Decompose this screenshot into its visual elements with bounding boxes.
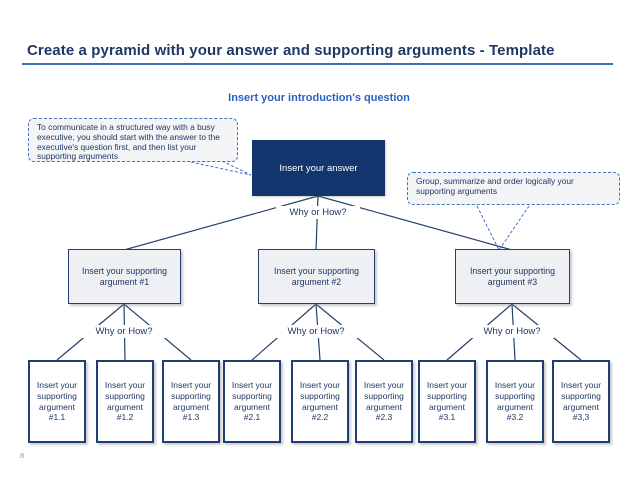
tier3-box-2-1: Insert your supporting argument #2.1 [223, 360, 281, 443]
tier3-box-3-3: Insert your supporting argument #3,3 [552, 360, 610, 443]
callout-group-summarize: Group, summarize and order logically you… [407, 172, 620, 205]
tier3-box-2-2: Insert your supporting argument #2.2 [291, 360, 349, 443]
tier2-box-2: Insert your supporting argument #2 [258, 249, 375, 304]
why-or-how-label-top: Why or How? [276, 206, 360, 219]
tier2-box-1: Insert your supporting argument #1 [68, 249, 181, 304]
slide-title: Create a pyramid with your answer and su… [27, 42, 555, 59]
why-or-how-label-2: Why or How? [274, 325, 358, 338]
page-number: 8 [20, 451, 25, 460]
tier3-box-1-1: Insert your supporting argument #1.1 [28, 360, 86, 443]
tier2-box-3: Insert your supporting argument #3 [455, 249, 570, 304]
title-underline [22, 63, 613, 65]
tier3-box-1-2: Insert your supporting argument #1.2 [96, 360, 154, 443]
tier3-box-1-3: Insert your supporting argument #1.3 [162, 360, 220, 443]
callout-structured-communication: To communicate in a structured way with … [28, 118, 238, 162]
introduction-question-label: Insert your introduction's question [228, 92, 410, 104]
tier3-box-3-1: Insert your supporting argument #3.1 [418, 360, 476, 443]
tier3-box-3-2: Insert your supporting argument #3.2 [486, 360, 544, 443]
answer-box: Insert your answer [252, 140, 385, 196]
why-or-how-label-3: Why or How? [470, 325, 554, 338]
tier3-box-2-3: Insert your supporting argument #2.3 [355, 360, 413, 443]
why-or-how-label-1: Why or How? [82, 325, 166, 338]
